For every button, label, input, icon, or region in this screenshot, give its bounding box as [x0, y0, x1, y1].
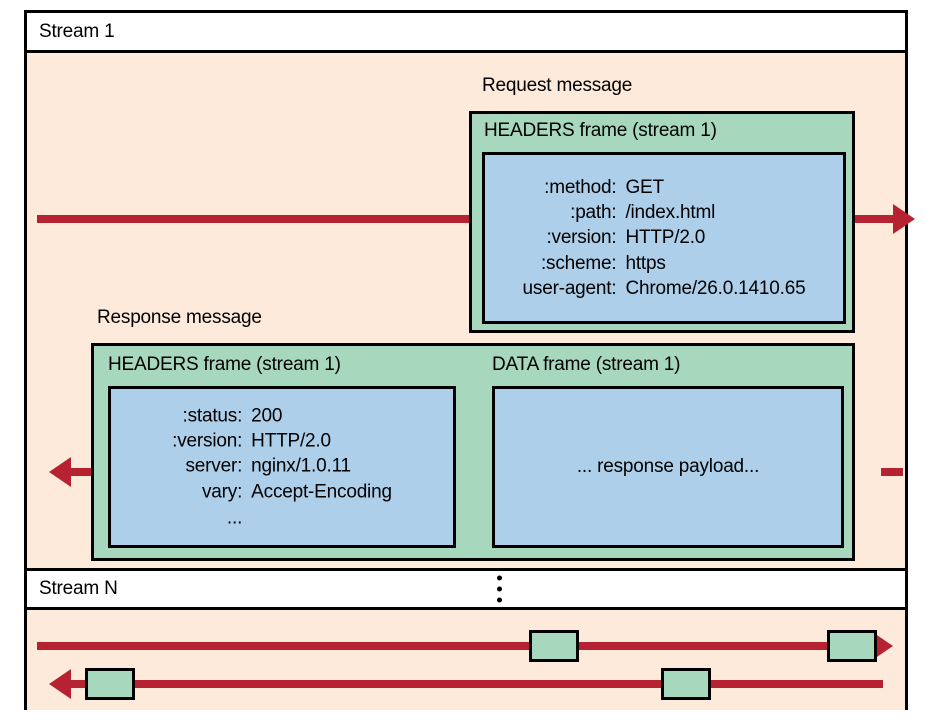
- response-data-payload: ... response payload...: [492, 386, 844, 548]
- header-key: server:: [185, 455, 243, 477]
- header-key: :version:: [172, 430, 243, 452]
- header-key: :status:: [182, 405, 243, 427]
- header-value: GET: [625, 177, 664, 199]
- header-value: HTTP/2.0: [251, 430, 331, 452]
- header-value: 200: [251, 405, 283, 427]
- table-row: :scheme: https: [523, 251, 806, 276]
- diagram-outer-frame: Stream 1 Request message HEADERS frame (…: [24, 10, 915, 710]
- header-value: HTTP/2.0: [625, 227, 706, 249]
- stream-n-frame-block: [827, 630, 877, 662]
- headers-ellipsis-spacer: [251, 504, 392, 530]
- response-message-label: Response message: [97, 307, 262, 328]
- request-arrow-line-right: [855, 215, 895, 223]
- table-row: vary: Accept-Encoding: [172, 479, 392, 504]
- stream-1-label: Stream 1: [39, 20, 115, 42]
- request-headers-payload: :method: GET :path: /index.html :version…: [482, 152, 846, 324]
- stream-n-frame-block: [85, 668, 135, 700]
- header-value: nginx/1.0.11: [251, 455, 351, 477]
- table-row: ...: [172, 504, 392, 530]
- header-key: user-agent:: [522, 277, 617, 299]
- response-frames-group: HEADERS frame (stream 1) DATA frame (str…: [91, 343, 855, 561]
- header-key: vary:: [201, 481, 243, 503]
- response-headers-table: :status: 200 :version: HTTP/2.0 server: …: [172, 404, 392, 531]
- request-headers-frame-title: HEADERS frame (stream 1): [484, 120, 717, 141]
- header-key: :scheme:: [540, 252, 617, 274]
- table-row: :version: HTTP/2.0: [523, 225, 806, 250]
- request-arrow-head-icon: [893, 204, 915, 234]
- header-key: :version:: [546, 227, 617, 249]
- request-headers-frame: HEADERS frame (stream 1) :method: GET :p…: [469, 111, 855, 333]
- header-key: :path:: [570, 202, 617, 224]
- stream-n-label: Stream N: [39, 578, 118, 599]
- response-headers-payload: :status: 200 :version: HTTP/2.0 server: …: [108, 386, 456, 548]
- table-row: :path: /index.html: [523, 200, 806, 225]
- stream-n-frame-block: [661, 668, 711, 700]
- stream-1-header-band: Stream 1: [27, 13, 905, 53]
- response-payload-text: ... response payload...: [576, 456, 760, 477]
- response-arrow-head-icon: [49, 457, 71, 487]
- header-value: https: [625, 252, 666, 274]
- table-row: user-agent: Chrome/26.0.1410.65: [523, 276, 806, 301]
- vertical-ellipsis-icon: [497, 575, 502, 603]
- headers-ellipsis: ...: [226, 507, 243, 529]
- header-value: /index.html: [625, 202, 716, 224]
- request-arrow-line-left: [37, 215, 485, 223]
- header-value: Chrome/26.0.1410.65: [625, 277, 806, 299]
- table-row: :version: HTTP/2.0: [172, 429, 392, 454]
- stream-n-frame-block: [529, 630, 579, 662]
- stream-n-body: [27, 610, 905, 710]
- stream-n-inbound-arrow-line: [71, 680, 883, 688]
- header-key: :method:: [544, 177, 617, 199]
- response-headers-frame-title: HEADERS frame (stream 1): [108, 354, 341, 375]
- stream-n-header-band: Stream N: [27, 568, 905, 610]
- request-message-label: Request message: [482, 75, 633, 96]
- stream-1-body: Request message HEADERS frame (stream 1)…: [27, 53, 915, 568]
- response-data-frame-title: DATA frame (stream 1): [492, 354, 681, 375]
- table-row: server: nginx/1.0.11: [172, 454, 392, 479]
- stream-n-inbound-arrow-head-icon: [49, 669, 71, 699]
- request-headers-table: :method: GET :path: /index.html :version…: [523, 175, 806, 301]
- stream-n-outbound-arrow-line: [37, 642, 873, 650]
- response-arrow-line-right: [881, 468, 903, 476]
- header-value: Accept-Encoding: [251, 481, 392, 503]
- table-row: :status: 200: [172, 404, 392, 429]
- table-row: :method: GET: [523, 175, 806, 200]
